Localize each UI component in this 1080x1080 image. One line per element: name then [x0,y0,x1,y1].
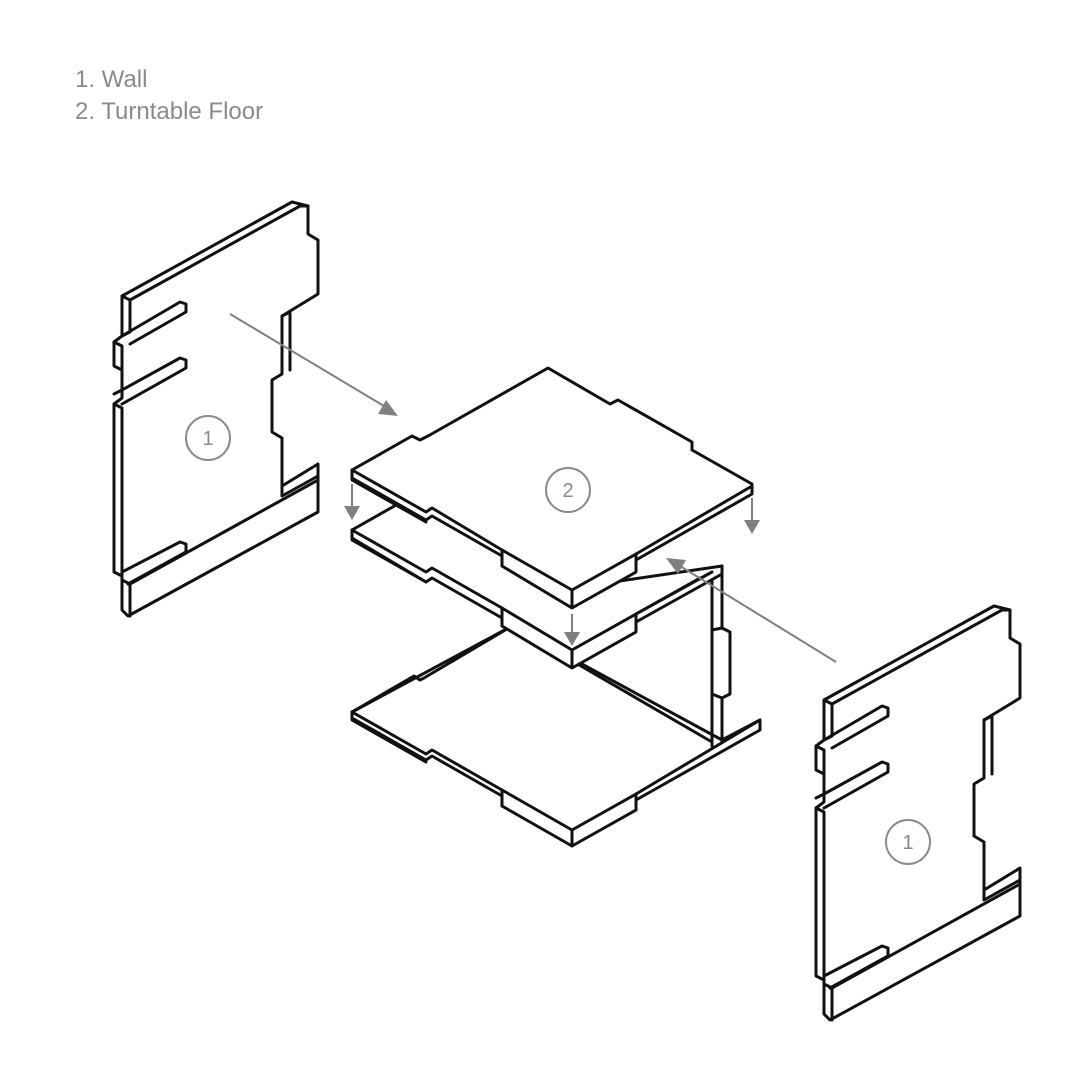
legend-item-turntable-floor: 2. Turntable Floor [75,98,264,125]
left-wall-panel: 1 [112,200,320,618]
parts-legend: 1. Wall 2. Turntable Floor [75,64,263,128]
turntable-floor-panel: 2 [350,366,754,610]
assembly-arrows [229,313,837,663]
turntable-floor-callout-number: 2 [562,480,573,502]
arrow-down-left [344,484,360,520]
arrow-down-center [564,614,580,646]
arrow-right-wall-to-floor [666,558,837,663]
left-wall-callout-circle [185,415,231,461]
right-wall-callout-circle [885,819,931,865]
right-wall-panel: 1 [814,604,1022,1022]
arrow-left-wall-to-floor [229,313,398,416]
left-wall-callout-number: 1 [202,428,213,450]
legend-item-wall: 1. Wall [75,66,148,93]
turntable-floor-callout-circle [545,467,591,513]
arrow-down-right [744,498,760,534]
base-panel [350,624,762,848]
right-wall-callout-number: 1 [902,832,913,854]
